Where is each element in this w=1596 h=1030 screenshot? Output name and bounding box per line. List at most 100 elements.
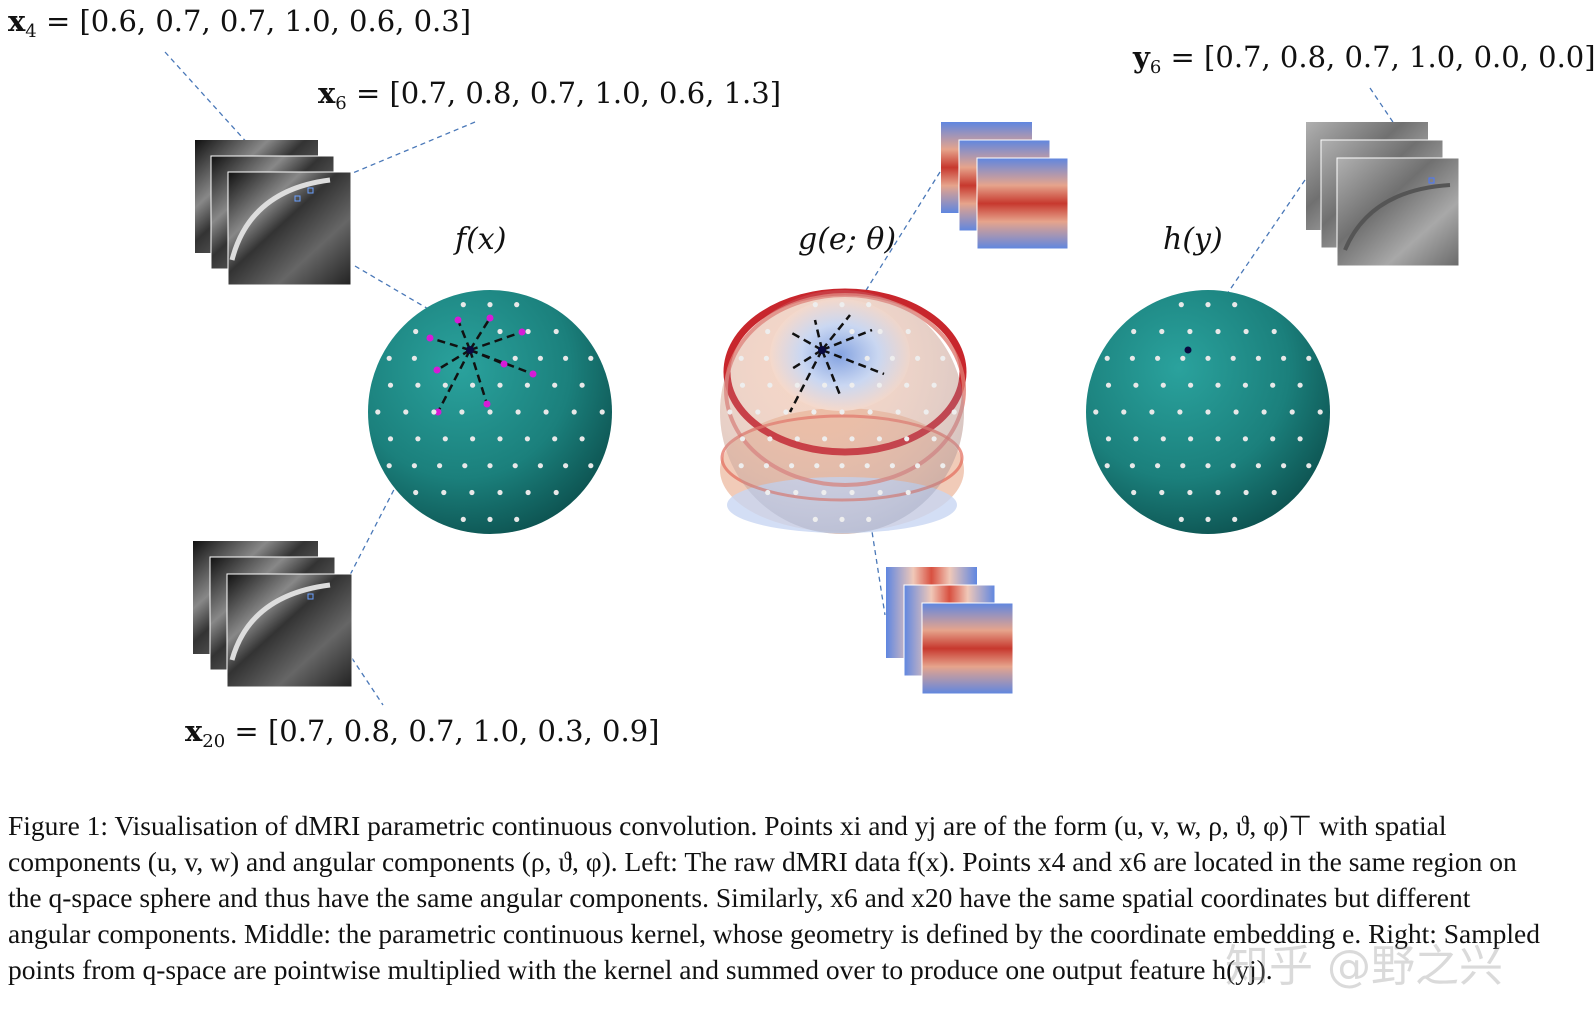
sample-point <box>1205 463 1211 469</box>
sample-point <box>571 409 577 415</box>
sample-point <box>1178 302 1184 308</box>
sample-point <box>1306 355 1312 361</box>
sample-point <box>459 409 465 415</box>
sample-point <box>864 463 870 469</box>
sample-point <box>1159 328 1165 335</box>
sample-point <box>1131 489 1137 496</box>
sample-point <box>904 436 910 442</box>
sample-point <box>487 302 493 308</box>
sample-point <box>763 463 770 469</box>
label-x4: x4 = [0.6, 0.7, 0.7, 1.0, 0.6, 0.3] <box>8 4 472 42</box>
sample-point <box>1205 302 1211 308</box>
sample-point <box>849 489 855 496</box>
sample-point <box>889 355 896 361</box>
sample-point <box>1230 355 1236 361</box>
sample-point <box>904 382 910 388</box>
sample-point <box>1133 436 1139 442</box>
sample-point <box>1104 355 1110 361</box>
sample-point <box>876 436 883 442</box>
kernel-patch-stack-top <box>941 122 1069 250</box>
sample-point <box>588 463 594 469</box>
sample-point <box>1187 489 1193 496</box>
figure-caption: Figure 1: Visualisation of dMRI parametr… <box>8 810 1540 985</box>
sample-point <box>563 355 569 361</box>
sample-point <box>876 382 883 388</box>
sample-point <box>413 328 419 335</box>
sample-point <box>515 409 521 415</box>
sample-point <box>1205 355 1211 361</box>
function-label-f: f(x) <box>455 222 507 257</box>
mri-stack-top <box>195 140 352 286</box>
sample-point <box>889 463 896 469</box>
sample-point <box>387 382 394 388</box>
sample-point <box>866 516 872 523</box>
sample-point <box>866 302 872 308</box>
sample-point <box>895 409 901 415</box>
sample-point <box>1261 409 1267 415</box>
sample-point <box>931 436 937 442</box>
sample-point <box>487 463 493 469</box>
sample-point <box>1129 355 1135 361</box>
sample-point <box>431 409 437 415</box>
sample-point <box>1105 382 1112 388</box>
sample-point <box>767 436 773 442</box>
sample-point <box>1133 382 1139 388</box>
sample-point <box>1232 302 1238 308</box>
sample-point <box>1131 328 1137 335</box>
sample-point <box>905 328 911 335</box>
sample-point <box>812 302 818 308</box>
sample-point <box>487 409 493 415</box>
sample-point <box>839 516 845 523</box>
sample-point <box>413 489 419 496</box>
sample-point <box>1297 382 1303 388</box>
sample-point <box>915 355 921 361</box>
sample-point <box>793 489 799 496</box>
sample-point <box>1205 516 1211 523</box>
sample-point <box>849 436 855 442</box>
sample-point <box>1178 516 1184 523</box>
sample-point <box>470 382 476 388</box>
sample-point <box>811 409 817 415</box>
watermark: 知乎 @野之兴 <box>1225 941 1503 992</box>
sample-point <box>739 382 746 388</box>
sample-point <box>552 436 558 442</box>
sample-point <box>1205 409 1211 415</box>
sample-point <box>1271 489 1277 496</box>
sample-point <box>877 328 883 335</box>
sample-point <box>579 382 585 388</box>
sample-point <box>915 463 921 469</box>
sample-point <box>1121 409 1127 415</box>
sample-point <box>755 409 761 415</box>
sample-point <box>727 409 733 415</box>
sample-point <box>553 328 559 335</box>
sample-point <box>599 409 605 415</box>
sample-point <box>524 436 531 442</box>
sample-point <box>460 516 466 523</box>
sample-point <box>1155 463 1161 469</box>
sample-point <box>1297 436 1303 442</box>
sample-point <box>1230 463 1236 469</box>
sample-point <box>525 489 531 496</box>
sample-point <box>1105 436 1112 442</box>
sample-point <box>563 463 569 469</box>
sample-point <box>1281 463 1287 469</box>
sample-point <box>462 463 468 469</box>
sample-point <box>1129 463 1135 469</box>
sample-point <box>940 355 946 361</box>
sample-point <box>1255 355 1261 361</box>
sphere-g-points <box>727 302 957 523</box>
sample-point <box>1242 436 1248 442</box>
sample-point <box>1215 382 1221 388</box>
sample-point <box>386 355 392 361</box>
sample-point <box>543 409 549 415</box>
sample-point <box>514 302 520 308</box>
label-y6: y6 = [0.7, 0.8, 0.7, 1.0, 0.0, 0.0] <box>1133 40 1596 78</box>
sample-point <box>1177 409 1183 415</box>
mri-stack-bottom <box>193 541 353 688</box>
sample-point <box>905 489 911 496</box>
sample-point <box>931 382 937 388</box>
sample-point <box>765 328 771 335</box>
sample-point <box>1215 436 1221 442</box>
sample-point <box>767 382 773 388</box>
sample-point <box>1270 382 1276 388</box>
